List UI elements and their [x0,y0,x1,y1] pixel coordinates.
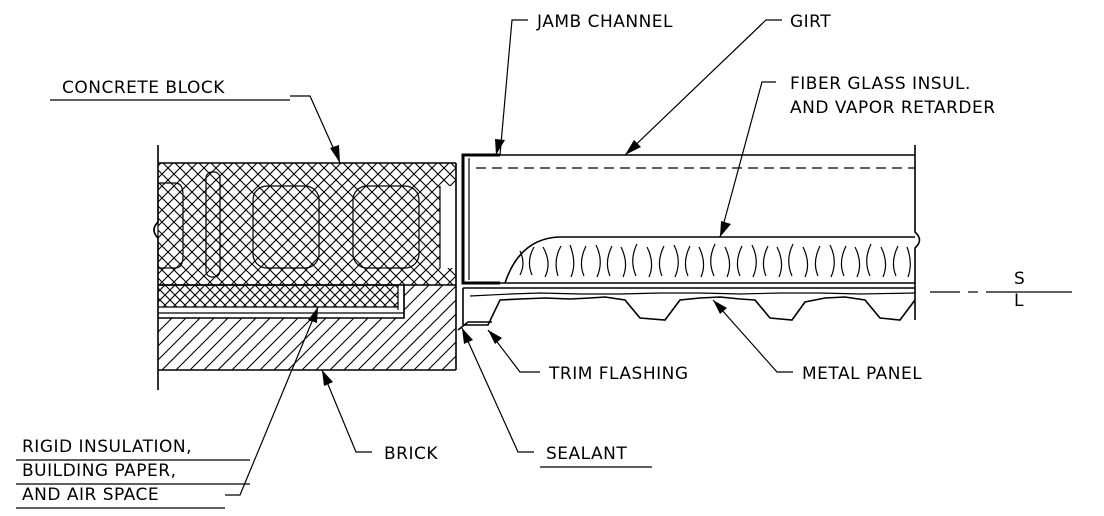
label-fiber-glass-line2: AND VAPOR RETARDER [790,98,996,118]
metal-panel [462,287,916,326]
label-sealant: SEALANT [546,444,627,464]
label-rigid-insulation: RIGID INSULATION, [22,437,192,457]
label-metal-panel: METAL PANEL [802,364,922,384]
label-air-space: AND AIR SPACE [22,485,159,505]
leaders [225,19,793,496]
label-building-paper: BUILDING PAPER, [22,461,177,481]
label-trim-flashing: TRIM FLASHING [548,364,689,384]
label-fiber-glass-line1: FIBER GLASS INSUL. [790,74,971,94]
jamb-channel [461,153,500,285]
trim-flashing [457,321,492,331]
centerline-symbol: S L [930,269,1072,311]
girt [469,145,921,320]
centerline-s: S [1014,269,1025,289]
brick [158,285,457,371]
centerline-l: L [1014,291,1024,311]
label-brick: BRICK [384,444,438,464]
fiberglass-insulation [504,236,915,284]
label-girt: GIRT [790,12,831,32]
labels: CONCRETE BLOCK JAMB CHANNEL GIRT FIBER G… [16,12,996,509]
rigid-insulation-layer [158,284,405,314]
label-jamb-channel: JAMB CHANNEL [536,12,673,32]
label-concrete-block: CONCRETE BLOCK [62,78,225,98]
